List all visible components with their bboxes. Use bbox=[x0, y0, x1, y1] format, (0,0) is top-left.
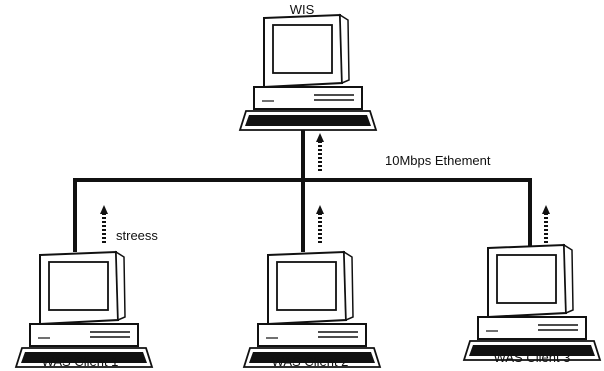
server-label: WIS bbox=[290, 2, 315, 17]
client-3-label: WAS Client 3 bbox=[494, 350, 571, 365]
network-label: 10Mbps Ethement bbox=[385, 153, 491, 168]
wis-server: WIS bbox=[239, 2, 377, 131]
client-1-label: WAS Client 1 bbox=[42, 354, 119, 369]
client-2-label: WAS Client 2 bbox=[272, 354, 349, 369]
stress-label: streess bbox=[116, 228, 158, 243]
stress-arrow bbox=[98, 131, 552, 245]
was-client-1: WAS Client 1 bbox=[15, 251, 153, 369]
was-client-2: WAS Client 2 bbox=[243, 251, 381, 369]
was-client-3: WAS Client 3 bbox=[463, 244, 601, 365]
network-cable bbox=[73, 128, 532, 252]
